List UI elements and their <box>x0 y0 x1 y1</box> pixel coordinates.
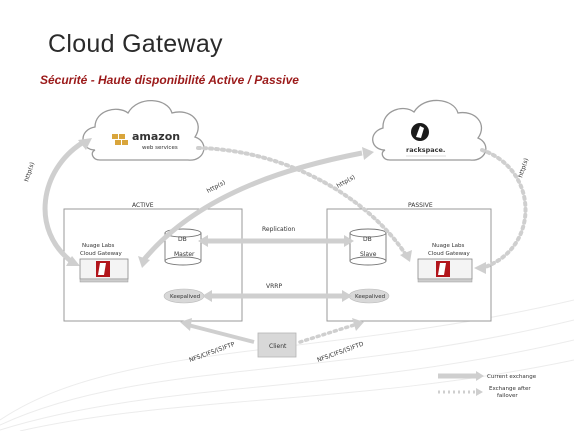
http-center-label-2: http(s) <box>336 174 357 190</box>
master-db-icon <box>164 228 202 266</box>
http-center-arc <box>138 147 374 268</box>
slave-db-icon <box>349 228 387 266</box>
slave-db-name: Slave <box>360 251 377 258</box>
legend-failover-line2: failover <box>497 393 518 399</box>
failover-rackspace-arc <box>474 148 528 274</box>
http-center-label-1: http(s) <box>206 179 227 195</box>
amazon-cloud: amazon web services <box>82 100 205 161</box>
legend: Current exchange Exchange after failover <box>438 371 537 399</box>
legend-failover-line1: Exchange after <box>489 386 531 392</box>
http-left-label: http(s) <box>23 161 36 182</box>
nfs-left-label: NFS/CIFS/(S)FTP <box>188 341 236 364</box>
vrrp-arrow <box>202 290 352 302</box>
active-label: ACTIVE <box>132 202 154 209</box>
rackspace-logo-icon <box>411 123 429 141</box>
rackspace-brand-text: rackspace. <box>406 146 445 154</box>
replication-arrow <box>198 235 354 247</box>
amazon-sub-text: web services <box>142 145 178 151</box>
master-db-top-text: DB <box>178 236 187 243</box>
passive-label: PASSIVE <box>408 202 433 209</box>
slave-db-top-text: DB <box>363 236 372 243</box>
active-gateway-line2: Cloud Gateway <box>80 251 123 257</box>
passive-keepalived-label: Keepalived <box>355 294 385 300</box>
client-label: Client <box>269 343 287 350</box>
passive-gateway-device-icon <box>417 258 473 283</box>
master-db-name: Master <box>174 251 195 258</box>
http-right-label: http(s) <box>517 157 530 178</box>
slide-subtitle: Sécurité - Haute disponibilité Active / … <box>40 73 299 87</box>
legend-current-label: Current exchange <box>487 374 537 380</box>
rackspace-cloud: rackspace. <box>372 99 487 161</box>
replication-label: Replication <box>262 226 295 233</box>
passive-gateway-line2: Cloud Gateway <box>428 251 471 257</box>
active-gateway-line1: Nuage Labs <box>82 243 115 249</box>
failover-amazon-arc <box>196 146 412 262</box>
amazon-brand-text: amazon <box>132 130 180 143</box>
active-gateway-device-icon <box>79 258 129 283</box>
passive-gateway-line1: Nuage Labs <box>432 243 465 249</box>
slide-title: Cloud Gateway <box>48 30 223 58</box>
active-zone: ACTIVE Nuage Labs Cloud Gateway DB Maste… <box>63 202 243 322</box>
http-left-arc <box>42 138 92 266</box>
client-node: Client <box>257 332 297 358</box>
client-active-arrow <box>180 318 255 344</box>
client-passive-arrow <box>298 318 364 344</box>
amazon-logo-icon <box>112 134 128 145</box>
vrrp-label: VRRP <box>266 283 282 290</box>
passive-zone: PASSIVE Nuage Labs Cloud Gateway DB Slav… <box>326 202 492 322</box>
active-keepalived-label: Keepalived <box>170 294 200 300</box>
